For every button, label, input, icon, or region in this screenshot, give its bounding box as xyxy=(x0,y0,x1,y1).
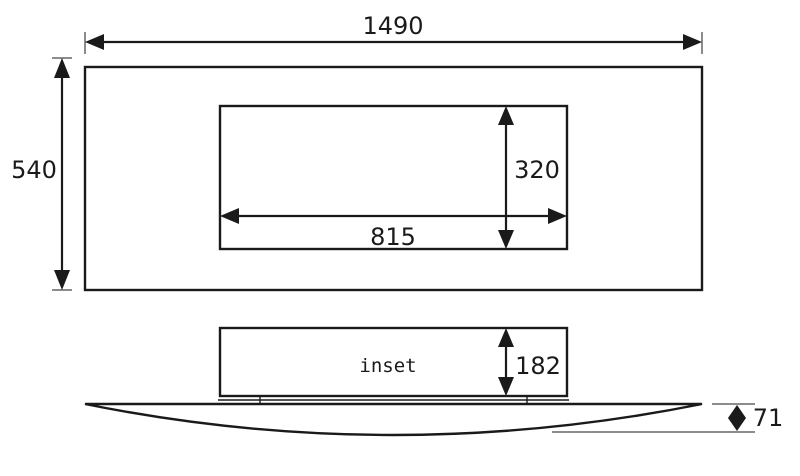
arrowhead-up xyxy=(498,328,514,347)
base-thickness-label: 71 xyxy=(753,404,784,432)
inner-opening xyxy=(218,104,569,251)
opening-height-label: 320 xyxy=(514,156,560,184)
opening-width-label: 815 xyxy=(370,223,416,251)
arrowhead-left xyxy=(85,34,104,50)
side-view: inset xyxy=(84,326,703,437)
inset-height-dimension: 182 xyxy=(498,328,561,396)
curved-base xyxy=(84,402,703,437)
outer-panel xyxy=(83,65,704,292)
overall-height-dimension: 540 xyxy=(11,57,72,291)
top-view xyxy=(83,65,704,292)
overall-width-label: 1490 xyxy=(362,12,423,40)
opening-width-dimension: 815 xyxy=(220,208,567,251)
overall-height-label: 540 xyxy=(11,156,57,184)
inset-height-label: 182 xyxy=(515,352,561,380)
arrowhead-down xyxy=(498,377,514,396)
arrowhead-down xyxy=(498,230,514,249)
base-thickness-dimension: 71 xyxy=(552,403,784,433)
arrowhead-up xyxy=(54,58,70,78)
arrowhead-right xyxy=(548,208,567,224)
arrowhead-left xyxy=(220,208,239,224)
overall-width-dimension: 1490 xyxy=(84,12,703,54)
arrowhead-right xyxy=(683,34,702,50)
opening-height-dimension: 320 xyxy=(498,106,560,249)
arrowhead-up xyxy=(498,106,514,125)
diamond-marker xyxy=(728,405,746,431)
arrowhead-down xyxy=(54,270,70,290)
inset-label: inset xyxy=(359,355,416,377)
inset-box xyxy=(218,326,569,398)
